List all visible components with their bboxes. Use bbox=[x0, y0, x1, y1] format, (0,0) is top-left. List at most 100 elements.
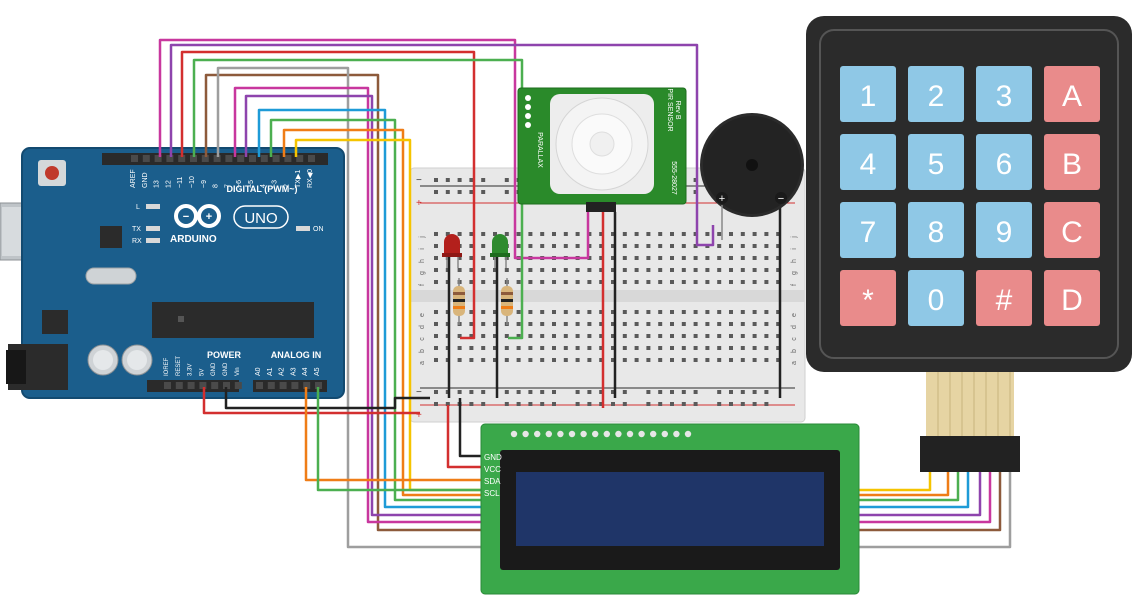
breadboard-hole[interactable] bbox=[681, 346, 686, 350]
breadboard-hole[interactable] bbox=[764, 244, 769, 248]
rail-hole[interactable] bbox=[457, 190, 462, 194]
breadboard-hole[interactable] bbox=[611, 280, 615, 284]
breadboard-hole[interactable] bbox=[729, 280, 733, 284]
breadboard-hole[interactable] bbox=[516, 322, 521, 326]
rail-hole[interactable] bbox=[658, 390, 663, 394]
breadboard-hole[interactable] bbox=[646, 256, 651, 260]
breadboard-hole[interactable] bbox=[670, 268, 674, 272]
breadboard-hole[interactable] bbox=[563, 346, 568, 350]
breadboard-hole[interactable] bbox=[481, 346, 486, 350]
breadboard-hole[interactable] bbox=[740, 256, 745, 260]
breadboard-hole[interactable] bbox=[528, 334, 533, 338]
rail-hole[interactable] bbox=[611, 402, 615, 406]
rail-hole[interactable] bbox=[717, 390, 722, 394]
rail-hole[interactable] bbox=[552, 402, 556, 406]
breadboard-hole[interactable] bbox=[575, 310, 580, 314]
breadboard-hole[interactable] bbox=[434, 322, 438, 326]
rail-hole[interactable] bbox=[540, 402, 545, 406]
analog-pin-socket[interactable] bbox=[315, 382, 322, 389]
breadboard-hole[interactable] bbox=[717, 268, 722, 272]
breadboard-hole[interactable] bbox=[693, 358, 698, 362]
breadboard-hole[interactable] bbox=[681, 310, 686, 314]
breadboard-hole[interactable] bbox=[469, 256, 474, 260]
breadboard-hole[interactable] bbox=[658, 280, 663, 284]
digital-pin-socket[interactable] bbox=[213, 155, 221, 162]
power-pin-socket[interactable] bbox=[199, 382, 207, 389]
breadboard-hole[interactable] bbox=[528, 280, 533, 284]
breadboard-hole[interactable] bbox=[457, 346, 462, 350]
key-C[interactable]: C bbox=[1044, 202, 1100, 258]
breadboard-hole[interactable] bbox=[764, 232, 769, 236]
rail-hole[interactable] bbox=[729, 402, 733, 406]
breadboard-hole[interactable] bbox=[622, 334, 627, 338]
breadboard-hole[interactable] bbox=[528, 346, 533, 350]
breadboard-hole[interactable] bbox=[540, 322, 545, 326]
breadboard-hole[interactable] bbox=[740, 322, 745, 326]
key-D[interactable]: D bbox=[1044, 270, 1100, 326]
breadboard-hole[interactable] bbox=[658, 244, 663, 248]
key-B[interactable]: B bbox=[1044, 134, 1100, 190]
breadboard-hole[interactable] bbox=[705, 322, 710, 326]
breadboard-hole[interactable] bbox=[764, 268, 769, 272]
breadboard-hole[interactable] bbox=[776, 334, 781, 338]
key-hash[interactable]: # bbox=[976, 270, 1032, 326]
breadboard-hole[interactable] bbox=[658, 334, 663, 338]
digital-pin-socket[interactable] bbox=[296, 155, 304, 162]
rail-hole[interactable] bbox=[552, 390, 556, 394]
digital-pin-socket[interactable] bbox=[190, 155, 197, 162]
rail-hole[interactable] bbox=[693, 190, 698, 194]
breadboard-hole[interactable] bbox=[457, 358, 462, 362]
rail-hole[interactable] bbox=[481, 190, 486, 194]
breadboard-hole[interactable] bbox=[575, 322, 580, 326]
rail-hole[interactable] bbox=[504, 390, 509, 394]
breadboard-hole[interactable] bbox=[469, 358, 474, 362]
breadboard-hole[interactable] bbox=[670, 256, 674, 260]
breadboard-hole[interactable] bbox=[752, 268, 757, 272]
breadboard-hole[interactable] bbox=[575, 280, 580, 284]
breadboard-hole[interactable] bbox=[611, 358, 615, 362]
breadboard-hole[interactable] bbox=[516, 244, 521, 248]
analog-pin-socket[interactable] bbox=[256, 382, 263, 389]
breadboard-hole[interactable] bbox=[658, 232, 663, 236]
rail-hole[interactable] bbox=[622, 390, 627, 394]
breadboard-hole[interactable] bbox=[646, 346, 651, 350]
breadboard-hole[interactable] bbox=[776, 268, 781, 272]
breadboard-hole[interactable] bbox=[552, 244, 556, 248]
breadboard-hole[interactable] bbox=[764, 310, 769, 314]
breadboard-hole[interactable] bbox=[693, 310, 698, 314]
rail-hole[interactable] bbox=[658, 402, 663, 406]
digital-pin-socket[interactable] bbox=[284, 155, 292, 162]
breadboard-hole[interactable] bbox=[670, 232, 674, 236]
breadboard-hole[interactable] bbox=[575, 358, 580, 362]
breadboard-hole[interactable] bbox=[693, 346, 698, 350]
breadboard-hole[interactable] bbox=[622, 268, 627, 272]
digital-pin-socket[interactable] bbox=[178, 155, 186, 162]
breadboard-hole[interactable] bbox=[634, 346, 639, 350]
rail-hole[interactable] bbox=[528, 402, 533, 406]
breadboard-hole[interactable] bbox=[752, 256, 757, 260]
rail-hole[interactable] bbox=[681, 402, 686, 406]
rail-hole[interactable] bbox=[599, 402, 604, 406]
breadboard-hole[interactable] bbox=[504, 334, 509, 338]
breadboard-hole[interactable] bbox=[717, 310, 722, 314]
breadboard-hole[interactable] bbox=[469, 232, 474, 236]
rail-hole[interactable] bbox=[504, 178, 509, 182]
breadboard-hole[interactable] bbox=[634, 256, 639, 260]
breadboard-hole[interactable] bbox=[729, 358, 733, 362]
breadboard-hole[interactable] bbox=[481, 244, 486, 248]
breadboard-hole[interactable] bbox=[528, 310, 533, 314]
breadboard-hole[interactable] bbox=[693, 256, 698, 260]
breadboard-hole[interactable] bbox=[434, 346, 438, 350]
breadboard-hole[interactable] bbox=[646, 358, 651, 362]
breadboard-hole[interactable] bbox=[776, 346, 781, 350]
breadboard-hole[interactable] bbox=[434, 310, 438, 314]
breadboard-hole[interactable] bbox=[575, 268, 580, 272]
breadboard-hole[interactable] bbox=[516, 280, 521, 284]
breadboard-hole[interactable] bbox=[587, 346, 592, 350]
analog-pin-socket[interactable] bbox=[303, 382, 311, 389]
key-1[interactable]: 1 bbox=[840, 66, 896, 122]
breadboard-hole[interactable] bbox=[504, 256, 509, 260]
breadboard-hole[interactable] bbox=[434, 268, 438, 272]
rail-hole[interactable] bbox=[469, 402, 474, 406]
breadboard-hole[interactable] bbox=[729, 322, 733, 326]
